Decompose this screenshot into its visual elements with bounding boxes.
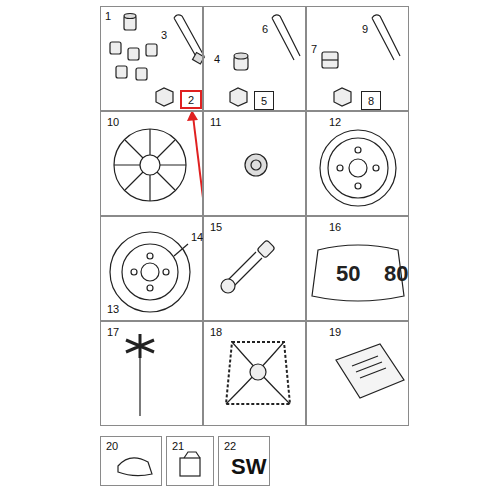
- callout-number: 3: [161, 29, 167, 41]
- callout-number: 12: [329, 116, 341, 128]
- part-cell: 21: [166, 436, 214, 486]
- callout-number: 15: [210, 221, 222, 233]
- part-cell: 12: [306, 111, 409, 216]
- callout-number: 5: [261, 95, 267, 107]
- callout-number: 1: [105, 10, 111, 22]
- part-cell: 10: [100, 111, 203, 216]
- callout-number: 14: [191, 231, 203, 243]
- callout-number: 19: [329, 326, 341, 338]
- callout-number: 13: [107, 303, 119, 315]
- callout-number: 10: [107, 116, 119, 128]
- callout-box: 8: [361, 91, 381, 110]
- part-cell: 7 9 8: [306, 6, 409, 111]
- part-cell: 11: [203, 111, 306, 216]
- callout-number: 18: [210, 326, 222, 338]
- callout-number: 21: [172, 440, 184, 452]
- callout-number: 22: [224, 440, 236, 452]
- callout-number: 16: [329, 221, 341, 233]
- part-cell: 18: [203, 321, 306, 426]
- code-text: SW: [231, 455, 266, 479]
- callout-number: 8: [368, 95, 374, 107]
- callout-number: 9: [362, 23, 368, 35]
- callout-number: 4: [214, 53, 220, 65]
- part-cell: 1 3 2: [100, 6, 203, 111]
- callout-number: 6: [262, 23, 268, 35]
- part-cell: 15: [203, 216, 306, 321]
- callout-number: 11: [210, 116, 221, 128]
- callout-number: 7: [311, 43, 317, 55]
- callout-number: 2: [188, 94, 194, 106]
- speed-number: 80: [384, 262, 408, 286]
- part-cell: 22SW: [218, 436, 270, 486]
- part-cell: 17: [100, 321, 203, 426]
- callout-box: 5: [254, 91, 274, 110]
- speed-number: 50: [336, 262, 360, 286]
- callout-number: 20: [106, 440, 118, 452]
- callout-number: 17: [107, 326, 119, 338]
- part-cell: 20: [100, 436, 162, 486]
- part-cell: 14 13: [100, 216, 203, 321]
- part-cell: 19: [306, 321, 409, 426]
- part-cell: 4 6 5: [203, 6, 306, 111]
- callout-box: 2: [180, 90, 202, 109]
